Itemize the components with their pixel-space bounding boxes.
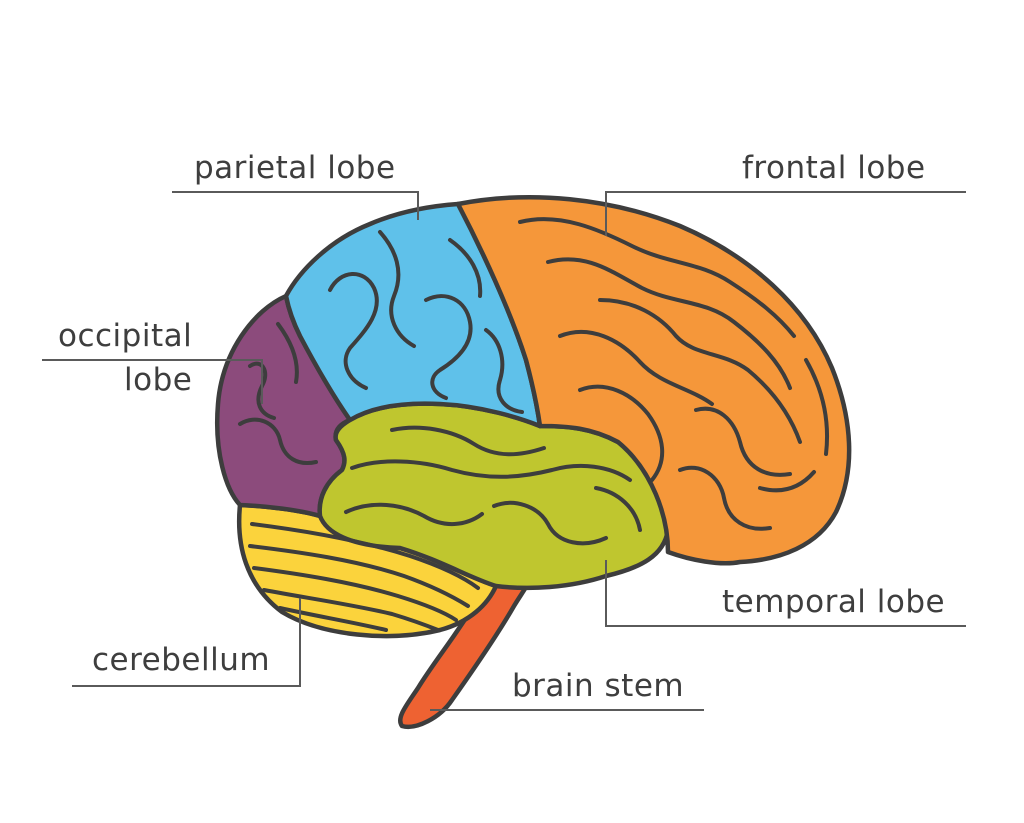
occipital-lobe-label-line2: lobe xyxy=(124,362,192,398)
brain-stem-label: brain stem xyxy=(512,668,684,704)
parietal-leader-line xyxy=(172,191,419,220)
temporal-lobe-label: temporal lobe xyxy=(722,584,945,620)
frontal-folds xyxy=(518,217,829,531)
occipital-leader-line xyxy=(42,359,263,404)
temporal-folds xyxy=(344,425,642,546)
frontal-leader-line xyxy=(605,191,966,236)
temporal-leader-line xyxy=(605,560,966,627)
cerebellum-folia xyxy=(248,522,480,632)
cerebellum-label: cerebellum xyxy=(92,642,270,678)
leader-lines xyxy=(42,191,966,711)
parietal-lobe-label: parietal lobe xyxy=(194,150,396,186)
frontal-lobe-label: frontal lobe xyxy=(742,150,926,186)
region-labels: parietal lobe frontal lobe occipital lob… xyxy=(58,150,945,704)
occipital-lobe-label-line1: occipital xyxy=(58,318,192,354)
frontal-lobe-region xyxy=(455,195,852,566)
parietal-folds xyxy=(328,230,524,414)
cerebellum-leader-line xyxy=(72,598,301,687)
